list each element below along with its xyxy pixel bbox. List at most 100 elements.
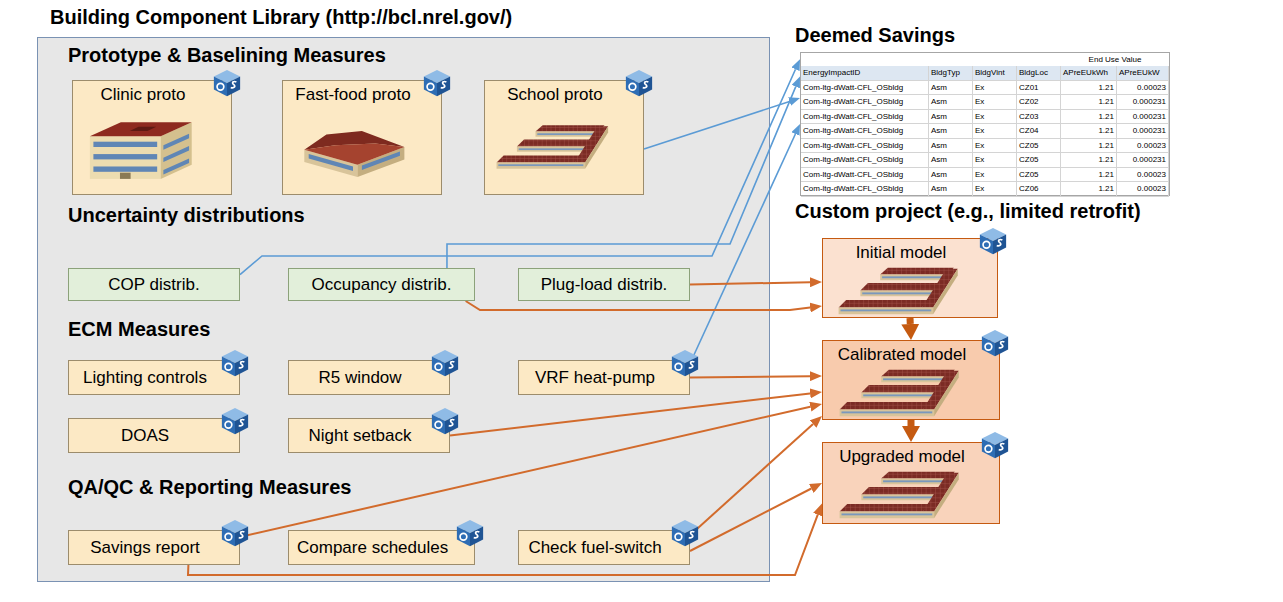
table-cell: 0.000231 (1117, 110, 1169, 125)
table-cell: CZ05 (1017, 168, 1061, 183)
school-illustration (493, 107, 617, 187)
table-cell: Asm (929, 168, 973, 183)
table-cell: 0.00023 (1117, 81, 1169, 96)
table-header: BldgTyp (929, 66, 973, 81)
table-cell: Ex (973, 110, 1017, 125)
table-cell: Ex (973, 168, 1017, 183)
openstudio-icon (220, 518, 250, 548)
table-cell: Com-ltg-dWatt-CFL_OSbldg (801, 139, 929, 154)
section-title: Building Component Library (http://bcl.n… (50, 6, 512, 29)
table-cell: Ex (973, 139, 1017, 154)
measure-box: Lighting controls (68, 360, 240, 395)
table-header: APreEUkW (1117, 66, 1169, 81)
connector-arrow (690, 134, 795, 364)
connector-arrow (690, 488, 811, 551)
connector-arrow (644, 101, 790, 149)
box-label: VRF heat-pump (535, 367, 655, 388)
table-cell: Asm (929, 182, 973, 197)
savings-table: Deemed SavingsEnd Use ValueEnergyImpactI… (800, 52, 1170, 196)
model-illustration (832, 469, 972, 521)
fast-food-illustration (291, 107, 415, 187)
box-label: DOAS (121, 425, 169, 446)
measure-box: DOAS (68, 418, 240, 453)
table-cell: CZ02 (1017, 95, 1061, 110)
table-cell: 1.21 (1061, 139, 1117, 154)
connector-arrow (450, 393, 810, 435)
table-cell: 0.000231 (1117, 95, 1169, 110)
table-cell: 1.21 (1061, 124, 1117, 139)
table-header: EnergyImpactID (801, 66, 929, 81)
section-heading: QA/QC & Reporting Measures (68, 476, 351, 499)
openstudio-icon (422, 68, 452, 98)
distribution-box: Occupancy distrib. (288, 268, 475, 301)
table-header: BldgVint (973, 66, 1017, 81)
measure-box: Compare schedules (288, 530, 475, 565)
box-label: COP distrib. (108, 274, 199, 295)
connector-arrow (908, 420, 915, 426)
measure-box: R5 window (288, 360, 450, 395)
box-label: Calibrated model (838, 344, 967, 365)
model-box: Upgraded model (822, 442, 1000, 524)
connector-arrow (466, 301, 810, 310)
box-label: R5 window (318, 367, 401, 388)
table-cell: CZ03 (1017, 110, 1061, 125)
table-cell: Com-ltg-dWatt-CFL_OSbldg (801, 153, 929, 168)
section-heading: Custom project (e.g., limited retrofit) (795, 200, 1141, 223)
box-label: Plug-load distrib. (541, 274, 668, 295)
table-cell: Com-ltg-dWatt-CFL_OSbldg (801, 124, 929, 139)
model-illustration (831, 265, 971, 317)
table-cell: Ex (973, 95, 1017, 110)
connector-arrow (240, 69, 796, 274)
measure-box: VRF heat-pump (518, 360, 690, 395)
connector-arrow (690, 282, 810, 284)
table-cell: CZ05 (1017, 139, 1061, 154)
clinic-illustration (81, 107, 205, 187)
openstudio-icon (980, 430, 1010, 460)
table-cell: CZ06 (1017, 182, 1061, 197)
table-cell: Asm (929, 110, 973, 125)
openstudio-icon (220, 406, 250, 436)
box-label: School proto (507, 84, 602, 105)
table-cell: Com-ltg-dWatt-CFL_OSbldg (801, 168, 929, 183)
openstudio-icon (212, 68, 242, 98)
table-cell: Ex (973, 182, 1017, 197)
table-cell: Ex (973, 81, 1017, 96)
table-header: End Use Value (1061, 53, 1169, 66)
box-label: Check fuel-switch (528, 537, 661, 558)
openstudio-icon (220, 348, 250, 378)
box-label: Clinic proto (100, 84, 185, 105)
table-cell: 1.21 (1061, 95, 1117, 110)
measure-box: Check fuel-switch (518, 530, 690, 565)
table-cell: 1.21 (1061, 110, 1117, 125)
openstudio-icon (430, 348, 460, 378)
section-heading: ECM Measures (68, 318, 210, 341)
openstudio-icon (670, 348, 700, 378)
connector-arrow (188, 515, 818, 575)
table-header: APreEUkWh (1061, 66, 1117, 81)
table-cell: Ex (973, 124, 1017, 139)
openstudio-icon (978, 226, 1008, 256)
table-cell: Asm (929, 81, 973, 96)
openstudio-icon (980, 328, 1010, 358)
prototype-box: Fast-food proto (282, 80, 442, 195)
box-label: Fast-food proto (295, 84, 410, 105)
box-label: Night setback (309, 425, 412, 446)
measure-box: Savings report (68, 530, 240, 565)
connector-arrow (447, 87, 796, 268)
prototype-box: Clinic proto (72, 80, 232, 195)
measure-box: Night setback (288, 418, 450, 453)
connector-arrow (907, 318, 914, 324)
table-cell: 1.21 (1061, 182, 1117, 197)
table-header: BldgLoc (1017, 66, 1061, 81)
openstudio-icon (455, 518, 485, 548)
table-cell: 1.21 (1061, 168, 1117, 183)
table-cell: CZ01 (1017, 81, 1061, 96)
box-label: Initial model (856, 242, 947, 263)
table-cell: Asm (929, 95, 973, 110)
section-heading: Uncertainty distributions (68, 204, 305, 227)
table-cell: Asm (929, 153, 973, 168)
table-cell: 1.21 (1061, 153, 1117, 168)
connector-arrow (690, 376, 810, 377)
table-cell: 0.00023 (1117, 139, 1169, 154)
section-heading: Prototype & Baselining Measures (68, 44, 386, 67)
